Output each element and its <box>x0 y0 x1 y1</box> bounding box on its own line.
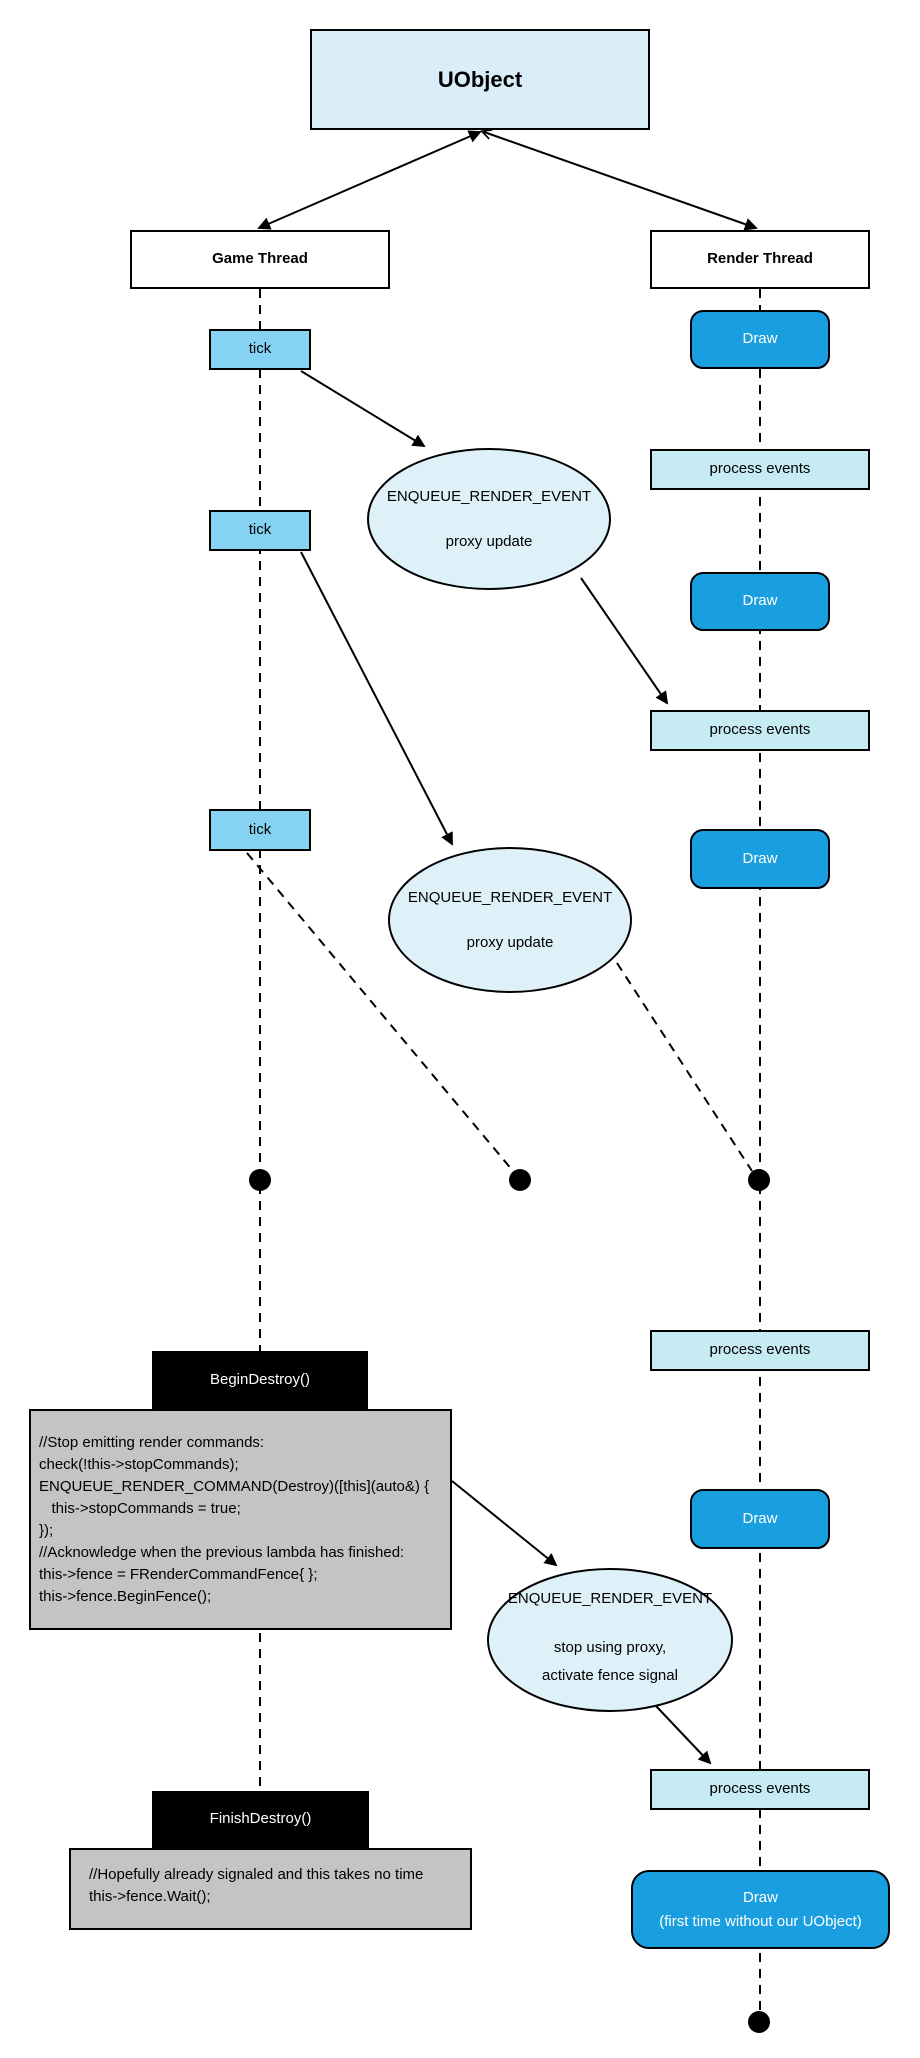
process-events-box-4: process events <box>650 1769 870 1810</box>
proxy-update-label: proxy update <box>466 933 554 951</box>
proxy-update-label: proxy update <box>445 532 533 550</box>
render-thread-label: Render Thread <box>707 250 813 268</box>
draw-label: Draw <box>742 849 778 867</box>
tick-box-1: tick <box>209 329 311 370</box>
uobject-to-game-thread-arrow <box>257 130 482 230</box>
code-line: //Acknowledge when the previous lambda h… <box>39 1544 405 1561</box>
tick-label: tick <box>248 521 272 539</box>
draw-label: Draw <box>742 592 778 610</box>
finish-destroy-box: FinishDestroy() <box>152 1791 369 1848</box>
tick-box-3: tick <box>209 809 311 851</box>
tick-label: tick <box>248 820 272 838</box>
process-events-box-2: process events <box>650 710 870 751</box>
draw-box-3: Draw <box>690 829 830 889</box>
tick-branch-dot <box>509 1169 531 1191</box>
draw-label: Draw <box>742 330 778 348</box>
code-line: //Hopefully already signaled and this ta… <box>89 1866 424 1883</box>
tick-label: tick <box>248 340 272 358</box>
code-line: this->stopCommands = true; <box>39 1500 241 1517</box>
enqueue-render-event-label-3: ENQUEUE_RENDER_EVENT stop using proxy, a… <box>488 1569 732 1711</box>
render-lifeline-end-dot <box>748 2011 770 2033</box>
proxy-branch-dot <box>748 1169 770 1191</box>
enqueue-event1-to-process-events-arrow <box>580 577 669 705</box>
code-line: this->fence = FRenderCommandFence{ }; <box>39 1566 318 1583</box>
final-draw-label-line2: (first time without our UObject) <box>659 1912 862 1930</box>
process-events-label: process events <box>709 460 811 478</box>
code-line: this->fence.BeginFence(); <box>39 1588 212 1605</box>
begin-destroy-label: BeginDestroy() <box>209 1370 311 1388</box>
final-draw-label-line1: Draw <box>742 1888 778 1906</box>
enqueue-event-title: ENQUEUE_RENDER_EVENT <box>407 888 613 906</box>
process-events-label: process events <box>709 1780 811 1798</box>
draw-box-1: Draw <box>690 310 830 369</box>
tick-box-2: tick <box>209 510 311 551</box>
enqueue-render-event-ellipse-3 <box>487 1568 733 1712</box>
code-line: }); <box>39 1522 54 1539</box>
uobject-box: UObject <box>310 29 650 130</box>
process-events-label: process events <box>709 1341 811 1359</box>
game-thread-label: Game Thread <box>212 250 308 268</box>
code-line: this->fence.Wait(); <box>89 1888 211 1905</box>
process-events-box-1: process events <box>650 449 870 490</box>
finish-destroy-label: FinishDestroy() <box>209 1810 312 1828</box>
tick1-to-enqueue-event-arrow <box>300 370 426 448</box>
enqueue-render-event-ellipse-1 <box>367 448 611 590</box>
process-events-label: process events <box>709 721 811 739</box>
game-lifeline-dot <box>249 1169 271 1191</box>
begin-destroy-code-box: //Stop emitting render commands: check(!… <box>29 1409 452 1630</box>
enqueue-render-event-label-1: ENQUEUE_RENDER_EVENT proxy update <box>368 449 610 589</box>
game-thread-box: Game Thread <box>130 230 390 289</box>
draw-box-2: Draw <box>690 572 830 631</box>
uobject-to-render-thread-arrow <box>484 132 756 228</box>
final-draw-box: Draw (first time without our UObject) <box>631 1870 890 1949</box>
tick2-to-enqueue-event-arrow <box>300 551 453 846</box>
tick3-to-dot-dashed-line <box>246 852 514 1172</box>
draw-label: Draw <box>742 1509 778 1527</box>
uobject-label: UObject <box>437 66 523 92</box>
code-line: check(!this->stopCommands); <box>39 1456 239 1473</box>
draw-box-4: Draw <box>690 1489 830 1549</box>
finish-destroy-code-box: //Hopefully already signaled and this ta… <box>69 1848 472 1930</box>
enqueue-event3-to-process-events-arrow <box>655 1705 712 1765</box>
begin-destroy-box: BeginDestroy() <box>152 1351 368 1409</box>
enqueue-render-event-label-2: ENQUEUE_RENDER_EVENT proxy update <box>389 848 631 992</box>
begin-destroy-code-to-enqueue-event-arrow <box>451 1480 558 1567</box>
code-line: ENQUEUE_RENDER_COMMAND(Destroy)([this](a… <box>39 1478 430 1495</box>
ellipse2-to-dot-dashed-line <box>616 962 753 1172</box>
enqueue-event-title: ENQUEUE_RENDER_EVENT <box>386 487 592 505</box>
enqueue-event-title: ENQUEUE_RENDER_EVENT <box>507 1590 713 1607</box>
process-events-box-3: process events <box>650 1330 870 1371</box>
stop-using-proxy-label: stop using proxy, activate fence signal <box>542 1639 678 1684</box>
enqueue-render-event-ellipse-2 <box>388 847 632 993</box>
render-thread-box: Render Thread <box>650 230 870 289</box>
code-line: //Stop emitting render commands: <box>39 1434 265 1451</box>
